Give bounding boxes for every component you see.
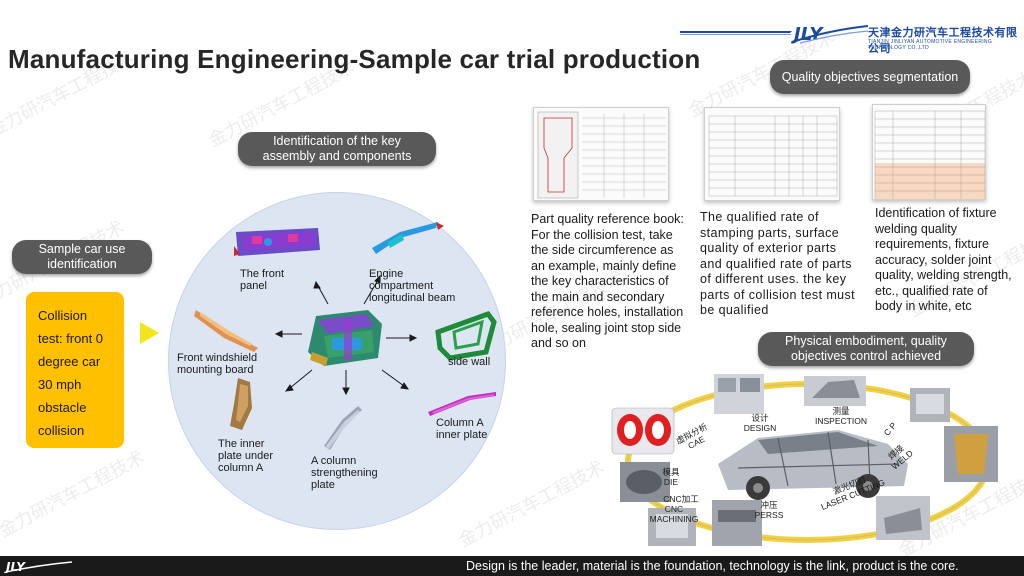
sample-car-use-label: Sample car use identification bbox=[38, 242, 126, 271]
cp-image bbox=[910, 388, 950, 422]
windshield-label: Front windshield mounting board bbox=[177, 352, 258, 376]
inner-plate-a-image bbox=[230, 378, 252, 430]
footer-slogan: Design is the leader, material is the fo… bbox=[466, 559, 959, 573]
a-column-plate-label: A column strengthening plate bbox=[311, 455, 378, 491]
part-quality-document-image bbox=[533, 107, 669, 201]
inspection-image bbox=[804, 376, 866, 406]
press-image bbox=[712, 500, 762, 546]
process-press-label: 冲压 PERSS bbox=[754, 500, 784, 520]
company-logo-icon: JLY bbox=[791, 24, 869, 44]
center-car-image bbox=[718, 430, 908, 500]
process-cnc-label: CNC加工 CNC MACHINING bbox=[649, 494, 699, 524]
collision-line: test: front 0 bbox=[38, 331, 104, 346]
engine-beam-label: Engine compartment longitudinal beam bbox=[369, 268, 456, 304]
side-wall-image bbox=[435, 311, 497, 361]
qualified-rate-text: The qualified rate of stamping parts, su… bbox=[700, 210, 856, 317]
weld-image bbox=[944, 426, 998, 482]
sample-car-use-pill: Sample car use identification bbox=[12, 240, 152, 274]
a-column-plate-image bbox=[324, 406, 362, 450]
cae-image bbox=[611, 407, 675, 455]
front-panel-label: The front panel bbox=[240, 268, 285, 292]
column-a-inner-image bbox=[428, 392, 496, 416]
physical-embodiment-pill: Physical embodiment, quality objectives … bbox=[758, 332, 974, 366]
collision-line: obstacle bbox=[38, 400, 87, 415]
pointer-arrow-icon bbox=[138, 320, 160, 346]
collision-line: collision bbox=[38, 423, 85, 438]
collision-line: degree car bbox=[38, 354, 101, 369]
identification-label: Identification of the key assembly and c… bbox=[262, 134, 412, 163]
company-name-cn: 天津金力研汽车工程技术有限公司 bbox=[868, 26, 1018, 55]
footer-logo-icon: JLY bbox=[4, 560, 73, 573]
inner-plate-a-label: The inner plate under column A bbox=[218, 438, 274, 474]
body-in-white-image bbox=[308, 310, 382, 366]
page-title: Manufacturing Engineering-Sample car tri… bbox=[8, 44, 701, 74]
process-ring-diagram bbox=[611, 374, 998, 546]
side-wall-label: side wall bbox=[448, 356, 491, 368]
engine-beam-image bbox=[372, 222, 444, 254]
fixture-text: Identification of fixture welding qualit… bbox=[875, 206, 1012, 313]
windshield-board-image bbox=[194, 310, 258, 352]
part-quality-text: Part quality reference book: For the col… bbox=[531, 212, 684, 350]
qualified-rate-document-image bbox=[704, 107, 840, 201]
footer-bar bbox=[0, 556, 1024, 576]
column-a-inner-label: Column A inner plate bbox=[436, 417, 488, 441]
process-inspection-label: 测量 INSPECTION bbox=[815, 406, 867, 426]
company-name-en: TIANJIN JINLIYAN AUTOMOTIVE ENGINEERING … bbox=[868, 39, 993, 51]
identification-pill: Identification of the key assembly and c… bbox=[238, 132, 436, 166]
collision-line: 30 mph bbox=[38, 377, 82, 392]
quality-objectives-pill: Quality objectives segmentation bbox=[770, 60, 970, 94]
laser-image bbox=[876, 496, 930, 540]
process-design-label: 设计 DESIGN bbox=[743, 413, 777, 433]
physical-embodiment-label: Physical embodiment, quality objectives … bbox=[785, 334, 947, 363]
fixture-document-image bbox=[872, 104, 986, 200]
cnc-image bbox=[648, 508, 696, 546]
process-die-label: 模具 DIE bbox=[662, 467, 680, 487]
front-panel-image bbox=[234, 228, 320, 256]
die-image bbox=[620, 462, 670, 502]
design-image bbox=[714, 374, 764, 414]
header-stripe bbox=[680, 31, 792, 35]
collision-test-box: Collision test: front 0 degree car 30 mp… bbox=[26, 292, 124, 448]
quality-objectives-label: Quality objectives segmentation bbox=[781, 69, 959, 84]
watermark: 金力研汽车工程技术 bbox=[0, 447, 149, 542]
components-diagram bbox=[194, 222, 497, 450]
collision-line: Collision bbox=[38, 308, 88, 323]
